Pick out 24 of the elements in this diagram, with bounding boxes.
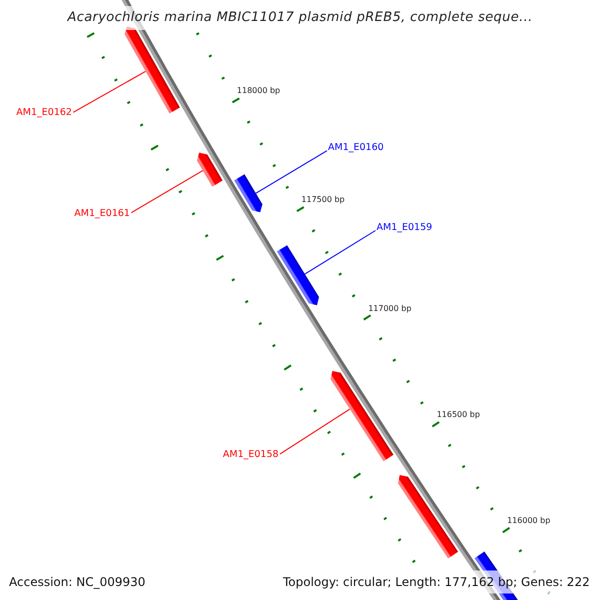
gene-bar — [398, 475, 458, 558]
gene-label: AM1_E0159 — [376, 222, 432, 233]
title: Acaryochloris marina MBIC11017 plasmid pREB5, complete seque... — [68, 11, 533, 26]
tick-label: 117000 bp — [368, 304, 412, 314]
gene-bar — [196, 152, 223, 187]
gene-label: AM1_E0162 — [16, 108, 72, 119]
leader-line — [255, 150, 328, 194]
gene-label: AM1_E0161 — [74, 208, 130, 220]
leader-line — [304, 230, 376, 275]
genome-info-text: Topology: circular; Length: 177,162 bp; Genes: 222 — [283, 576, 590, 589]
gene-bar — [276, 245, 319, 306]
gene-bar — [124, 26, 180, 114]
tick-label: 116500 bp — [436, 411, 480, 420]
gene-bar — [234, 174, 262, 212]
accession-text: Accession: NC_009930 — [9, 576, 146, 589]
leader-line — [130, 170, 204, 214]
gene-label: AM1_E0160 — [328, 142, 384, 154]
tick-label: 118000 bp — [236, 87, 280, 96]
tick-label: 116000 bp — [507, 517, 550, 526]
gene-label: AM1_E0158 — [222, 450, 279, 461]
tick-label: 117500 bp — [301, 196, 345, 205]
leader-line — [72, 70, 146, 113]
gene-bar — [330, 370, 394, 462]
leader-line — [279, 408, 350, 455]
